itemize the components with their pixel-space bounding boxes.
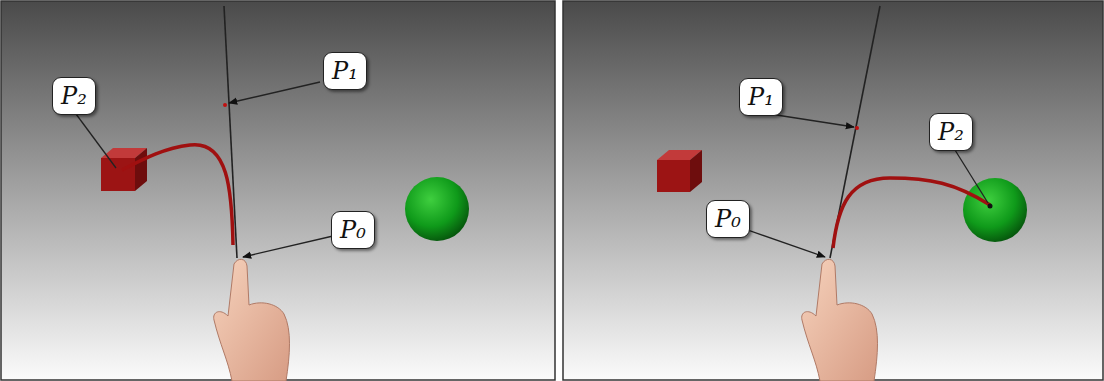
callout-label: P₁ <box>748 85 774 109</box>
panel-right <box>563 1 1103 380</box>
green-sphere <box>963 178 1027 242</box>
callout-box: P₁ <box>739 78 783 116</box>
bent-ray <box>122 145 233 245</box>
callout-label: P₂ <box>938 120 964 144</box>
callout-box: P₀ <box>706 200 750 238</box>
callout-box: P₁ <box>323 52 367 90</box>
hand <box>802 259 878 381</box>
right-scene <box>657 6 1027 381</box>
panel-left <box>1 1 555 380</box>
callout-label: P₀ <box>340 218 366 242</box>
hand <box>214 259 290 381</box>
red-cube <box>657 150 702 192</box>
bent-ray <box>833 178 990 248</box>
callout-box: P₂ <box>929 113 973 151</box>
callout-box: P₀ <box>331 211 375 249</box>
callout-label: P₂ <box>61 84 87 108</box>
callout-box: P₂ <box>52 77 96 115</box>
callout-label: P₁ <box>332 59 358 83</box>
left-scene <box>76 6 469 381</box>
green-sphere <box>405 177 469 241</box>
callout-label: P₀ <box>715 207 741 231</box>
